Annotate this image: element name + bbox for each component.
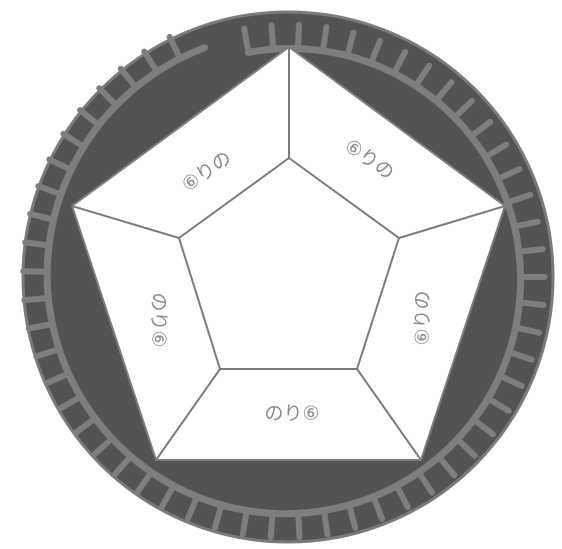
ring-tick	[244, 29, 248, 50]
ring-tick	[243, 514, 247, 535]
ring-tick	[25, 242, 46, 245]
ring-tick	[522, 249, 543, 251]
ring-tick	[324, 514, 327, 535]
ring-tick	[29, 325, 50, 329]
panel-label-right: ⑥りの	[412, 290, 434, 345]
panel-label-left: のり⑥	[148, 292, 170, 347]
ring-tick	[23, 271, 44, 272]
ring-tick	[24, 298, 45, 300]
ring-tick	[272, 25, 273, 46]
ring-tick	[323, 27, 326, 48]
ring-tick	[298, 25, 299, 46]
ring-tick	[271, 516, 272, 537]
ring-tick	[298, 516, 299, 537]
ring-tick	[523, 303, 544, 305]
panel-label-bottom: のり⑥	[264, 403, 319, 425]
